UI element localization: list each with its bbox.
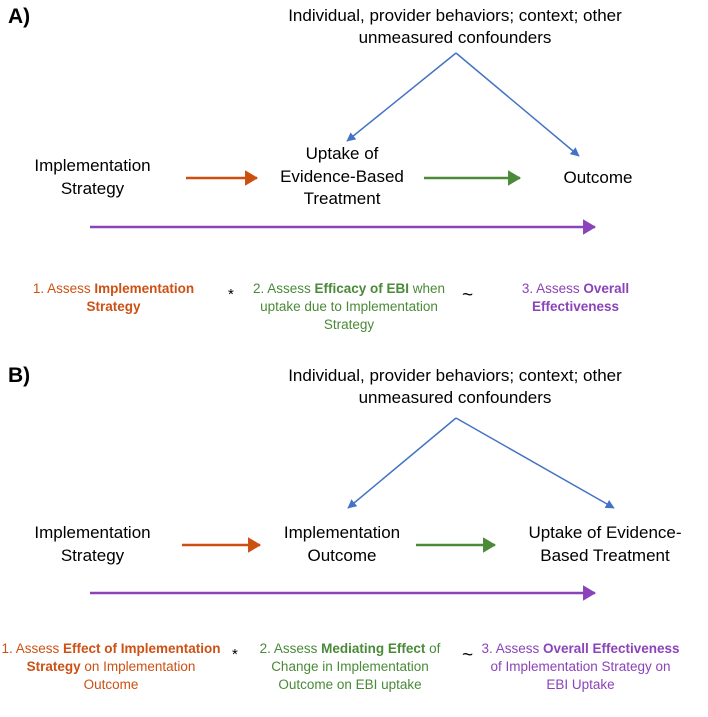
multiply-operator: * [228, 286, 234, 303]
legend-prefix: 3. Assess [481, 641, 543, 656]
legend-prefix: 1. Assess [1, 641, 63, 656]
panel-b-confounders-line2: unmeasured confounders [358, 387, 552, 407]
panel-b-legend-item-2: 2. Assess Mediating Effect of Change in … [250, 640, 450, 695]
node-line: Implementation [283, 523, 401, 542]
node-line: Outcome [563, 168, 633, 187]
approx-operator: ~ [462, 285, 474, 306]
panel-a: A) Individual, provider behaviors; conte… [0, 0, 708, 355]
node-line: Implementation [34, 156, 151, 175]
panel-a-letter: A) [8, 5, 31, 28]
panel-b-legend-item-1: 1. Assess Effect of Implementation Strat… [0, 640, 222, 695]
node-uptake-of-ebt: Uptake of Evidence-Based Treatment [258, 143, 426, 211]
node-line: Strategy [60, 178, 125, 198]
panel-a-confounders-line2: unmeasured confounders [358, 27, 552, 47]
legend-prefix: 1. Assess [32, 281, 95, 296]
panel-a-confounders-label: Individual, provider behaviors; context;… [230, 5, 680, 49]
legend-emphasis: Overall Effectiveness [542, 641, 680, 656]
legend-tail: of Implementation Strategy on EBI Uptake [490, 659, 671, 693]
legend-emphasis: Implementation Strategy [86, 281, 195, 315]
multiply-operator: * [232, 646, 238, 663]
node-outcome: Outcome [523, 167, 673, 190]
legend-emphasis: Overall Effectiveness [531, 281, 630, 315]
panel-a-legend-item-2: 2. Assess Efficacy of EBI when uptake du… [243, 280, 455, 335]
panel-a-legend-item-3: 3. Assess Overall Effectiveness [478, 280, 673, 316]
legend-emphasis: Effect of Implementation Strategy [26, 641, 221, 675]
panel-b: B) Individual, provider behaviors; conte… [0, 355, 708, 717]
node-line: Evidence-Based [280, 166, 404, 186]
panel-b-confounders-line1: Individual, provider behaviors; context;… [288, 366, 622, 385]
node-line: Based Treatment [540, 545, 670, 565]
node-uptake-of-ebt: Uptake of Evidence- Based Treatment [505, 522, 705, 567]
legend-prefix: 2. Assess [259, 641, 322, 656]
blue-confounder-arrow-left [347, 417, 457, 509]
node-line: Implementation [34, 523, 151, 542]
legend-tail: of Change in Implementation Outcome on E… [271, 641, 441, 693]
legend-prefix: 2. Assess [252, 281, 315, 296]
node-line: Uptake of [305, 144, 379, 163]
node-implementation-strategy: Implementation Strategy [5, 155, 180, 200]
node-line: Outcome [307, 545, 377, 565]
legend-tail: when uptake due to Implementation Strate… [260, 281, 446, 333]
panel-a-confounders-line1: Individual, provider behaviors; context;… [288, 6, 622, 25]
node-line: Uptake of Evidence- [528, 523, 682, 542]
blue-confounder-arrow-left [346, 52, 457, 142]
legend-tail: on Implementation Outcome [83, 659, 196, 693]
legend-prefix: 3. Assess [521, 281, 584, 296]
panel-b-letter: B) [8, 364, 31, 387]
node-line: Strategy [60, 545, 125, 565]
panel-b-legend-item-3: 3. Assess Overall Effectiveness of Imple… [478, 640, 683, 695]
panel-a-legend-item-1: 1. Assess Implementation Strategy [6, 280, 221, 316]
node-implementation-outcome: Implementation Outcome [262, 522, 422, 567]
node-implementation-strategy: Implementation Strategy [5, 522, 180, 567]
approx-operator: ~ [462, 645, 474, 666]
blue-confounder-arrow-right [455, 417, 615, 509]
panel-b-confounders-label: Individual, provider behaviors; context;… [230, 365, 680, 409]
legend-emphasis: Efficacy of EBI [314, 281, 409, 296]
blue-confounder-arrow-right [455, 52, 580, 157]
legend-emphasis: Mediating Effect [321, 641, 426, 656]
node-line: Treatment [303, 189, 381, 209]
